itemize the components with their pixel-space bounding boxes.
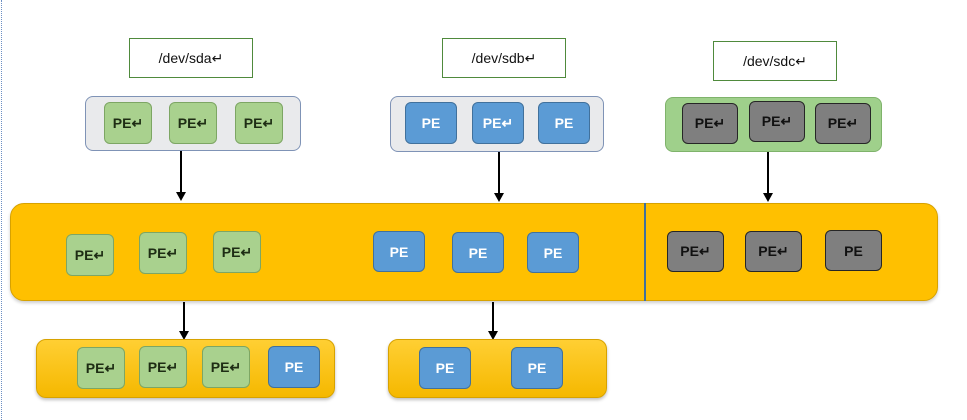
pe-block: PE [268,346,320,388]
pe-block: PE [538,102,590,144]
pe-block: PE↵ [139,346,187,388]
arrow-line [180,151,182,192]
pe-block: PE↵ [667,231,724,272]
left-edge-guide [1,0,2,420]
pe-block: PE↵ [235,102,283,144]
pe-block: PE↵ [745,231,802,272]
pe-block: PE↵ [77,347,125,389]
device-label-sda: /dev/sda↵ [129,38,253,78]
pe-block: PE [825,230,882,271]
pe-block: PE [527,232,579,273]
arrow-down-icon [176,192,186,201]
arrow-line [492,302,494,331]
pe-block: PE [419,347,471,389]
pe-block: PE [452,232,504,273]
arrow-down-icon [179,331,189,340]
arrow-line [183,302,185,331]
pe-block: PE↵ [139,232,187,274]
pe-block: PE [373,231,425,272]
device-label-sdc: /dev/sdc↵ [713,41,837,81]
pe-block: PE↵ [749,101,805,142]
arrow-line [498,152,500,193]
pe-block: PE↵ [104,102,152,144]
pe-block: PE↵ [472,102,524,144]
arrow-down-icon [488,331,498,340]
pe-block: PE↵ [682,103,738,144]
arrow-down-icon [494,193,504,202]
pe-block: PE↵ [202,346,250,388]
arrow-down-icon [763,193,773,202]
pe-block: PE↵ [815,103,871,144]
volume-group-divider [644,203,646,301]
arrow-line [767,152,769,193]
pe-block: PE↵ [213,231,261,273]
pe-block: PE↵ [66,234,114,276]
pe-block: PE↵ [169,102,217,144]
pe-block: PE [405,102,457,144]
pe-block: PE [511,347,563,389]
device-label-sdb: /dev/sdb↵ [442,38,566,78]
